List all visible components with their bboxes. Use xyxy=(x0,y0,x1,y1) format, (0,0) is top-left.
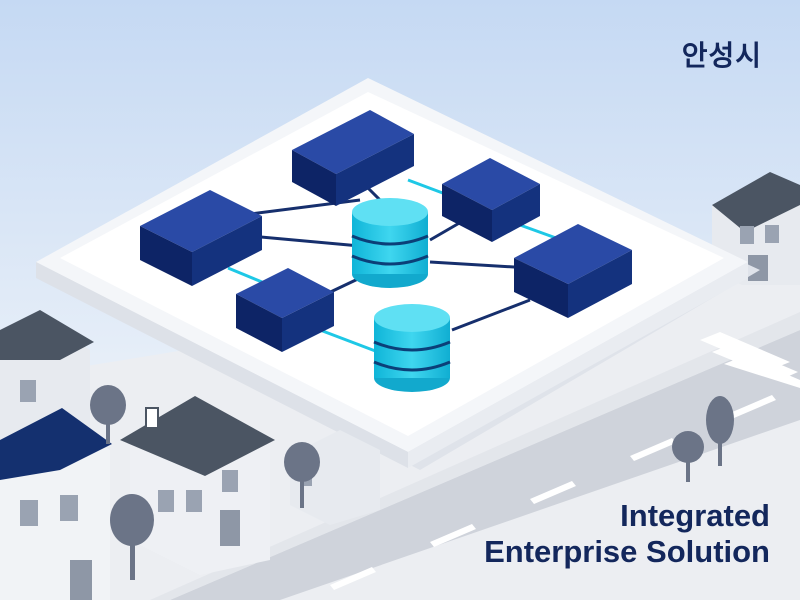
headline: Integrated Enterprise Solution xyxy=(484,498,770,570)
database-cylinder-top xyxy=(351,198,429,288)
headline-line-2: Enterprise Solution xyxy=(484,534,770,569)
network-connections xyxy=(227,168,557,354)
database-cylinder-bottom xyxy=(373,304,451,392)
city-name-label: 안성시 xyxy=(681,39,762,72)
tree-right-2 xyxy=(706,396,734,466)
road-lane-marks xyxy=(330,395,776,590)
house-far-left xyxy=(0,310,94,440)
tree-right-1 xyxy=(672,431,704,482)
road-edge xyxy=(150,312,800,600)
server-box-right xyxy=(514,224,632,318)
crosswalk xyxy=(700,332,800,388)
house-center xyxy=(120,396,275,575)
server-box-left xyxy=(140,190,262,286)
server-box-top xyxy=(292,110,414,206)
tree-left-2 xyxy=(110,494,154,580)
tree-left xyxy=(90,385,126,444)
headline-line-1: Integrated xyxy=(620,498,770,533)
server-box-bottom-left xyxy=(236,268,334,352)
server-box-right-top xyxy=(442,158,540,242)
house-left-front xyxy=(0,408,112,600)
tree-center xyxy=(284,442,320,508)
